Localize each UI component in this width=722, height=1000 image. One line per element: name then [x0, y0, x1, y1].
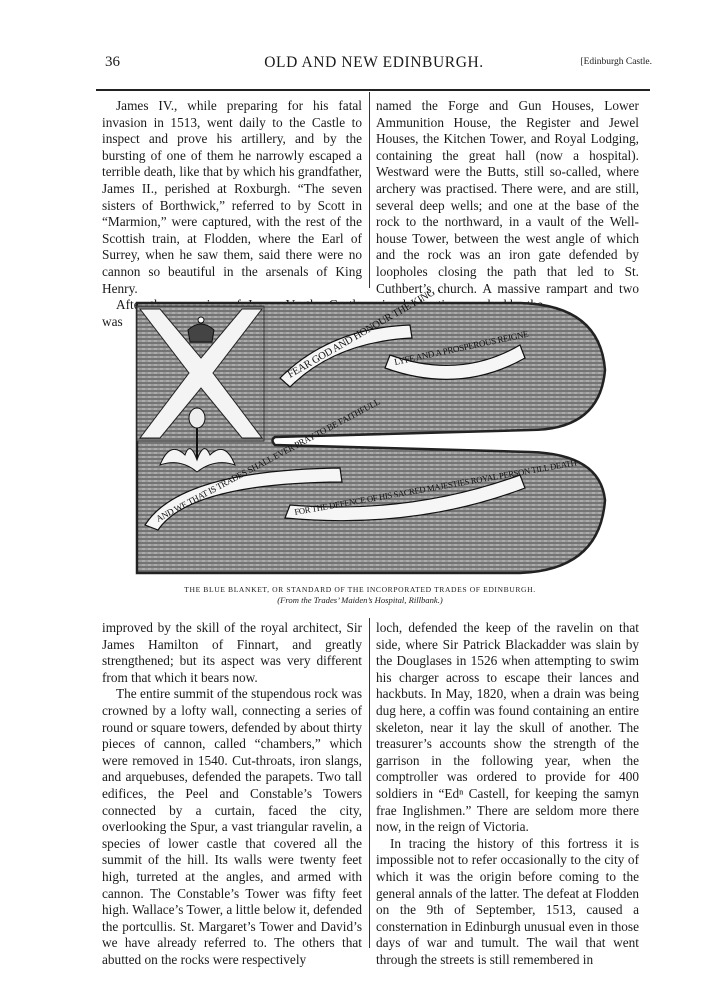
page-header: 36 OLD AND NEW EDINBURGH. [Edinburgh Cas… — [96, 48, 652, 88]
paragraph: The entire summit of the stupendous rock… — [102, 686, 362, 967]
column-right-bottom: loch, defended the keep of the ravelin o… — [376, 620, 639, 968]
section-tag: [Edinburgh Castle. — [580, 57, 652, 67]
paragraph: In tracing the history of this fortress … — [376, 835, 640, 967]
scroll-upper — [279, 324, 526, 388]
banner-illustration: FEAR GOD AND HONOUR THE KING WITH A LONG… — [100, 253, 680, 580]
caption-source: (From the Trades’ Maiden’s Hospital, Ril… — [277, 595, 443, 605]
saltire — [138, 308, 264, 439]
paragraph: James IV., while preparing for his fatal… — [102, 98, 362, 296]
figure-caption: The Blue Blanket, or Standard of the Inc… — [100, 585, 620, 605]
thistle-icon — [159, 407, 236, 473]
column-divider-bottom — [369, 618, 371, 948]
crown-icon — [187, 316, 215, 343]
column-left-bottom: improved by the skill of the royal archi… — [102, 620, 362, 968]
paragraph: loch, defended the keep of the ravelin o… — [376, 620, 639, 835]
column-right-top: named the Forge and Gun Houses, Lower Am… — [376, 98, 639, 314]
caption-title: The Blue Blanket, or Standard of the Inc… — [184, 585, 536, 594]
header-rule — [96, 89, 650, 91]
paragraph: named the Forge and Gun Houses, Lower Am… — [376, 98, 639, 312]
paragraph: improved by the skill of the royal archi… — [102, 620, 362, 685]
running-title: OLD AND NEW EDINBURGH. — [264, 54, 484, 71]
column-divider-top — [369, 92, 371, 288]
page-number: 36 — [105, 54, 120, 70]
scroll-lower — [144, 467, 526, 531]
